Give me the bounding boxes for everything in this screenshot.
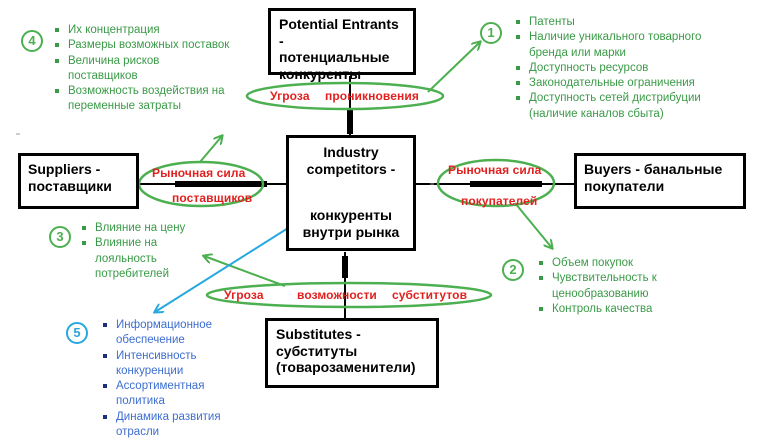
list-item: Доступность ресурсов xyxy=(516,61,731,76)
oval-substitution-label-a: Угроза xyxy=(224,288,264,302)
arrow-to-group-2 xyxy=(514,202,552,248)
arrow-to-group-3 xyxy=(204,256,286,287)
list-item: Их концентрация xyxy=(55,23,230,38)
list-item: Патенты xyxy=(516,15,731,30)
suppliers-title-ru: поставщики xyxy=(28,177,112,194)
oval-entry-label-b: проникновения xyxy=(325,89,419,103)
oval-substitution-threat xyxy=(205,281,493,309)
industry-title-en: Industry competitors - xyxy=(306,144,396,177)
list-item: Возможность воздействия на переменные за… xyxy=(55,84,230,115)
connector-suppliers-thick xyxy=(175,181,267,187)
connector-substitutes-thick xyxy=(342,256,348,278)
list-item: Размеры возможных поставок xyxy=(55,38,230,53)
list-supplier-factors-mid: Влияние на цену Влияние на лояльность по… xyxy=(82,221,200,282)
industry-title-ru: конкуренты внутри рынка xyxy=(302,207,400,240)
number-badge-4: 4 xyxy=(21,30,43,52)
list-item: Чувствительность к ценообразованию xyxy=(539,271,689,302)
list-item: Влияние на цену xyxy=(82,221,200,236)
box-substitutes: Substitutes - субституты (товарозамените… xyxy=(265,318,439,388)
buyers-title-en: Buyers - банальные xyxy=(584,161,723,177)
substitutes-title-en: Substitutes - xyxy=(276,326,361,342)
list-item: Доступность сетей дистрибуции (наличие к… xyxy=(516,91,731,122)
list-entry-barriers: Патенты Наличие уникального товарного бр… xyxy=(516,15,731,122)
buyers-title-ru: покупатели xyxy=(584,177,665,194)
number-badge-1: 1 xyxy=(480,22,502,44)
entrants-title-ru: потенциальные конкуренты xyxy=(279,49,390,82)
arrow-to-group-4 xyxy=(199,136,222,163)
substitutes-title-ru: субституты (товарозаменители) xyxy=(276,342,416,376)
list-buyer-factors: Объем покупок Чувствительность к ценообр… xyxy=(539,256,689,317)
list-item: Наличие уникального товарного бренда или… xyxy=(516,30,731,61)
list-item: Объем покупок xyxy=(539,256,689,271)
list-rivalry-factors: Информационное обеспечение Интенсивность… xyxy=(103,318,231,440)
list-item: Интенсивность конкуренции xyxy=(103,349,231,380)
box-industry-competitors: Industry competitors - конкуренты внутри… xyxy=(286,135,416,251)
oval-entry-label-a: Угроза xyxy=(270,89,310,103)
oval-buyer-power xyxy=(436,158,556,208)
arrow-to-group-1 xyxy=(427,42,480,93)
suppliers-title-en: Suppliers - xyxy=(28,161,101,177)
list-item: Контроль качества xyxy=(539,302,689,317)
oval-substitution-label-c: субститутов xyxy=(392,288,468,302)
box-suppliers: Suppliers - поставщики xyxy=(18,153,139,209)
oval-buyer-label-a: Рыночная сила xyxy=(448,163,542,177)
oval-entry-threat xyxy=(245,81,445,111)
box-potential-entrants: Potential Entrants - потенциальные конку… xyxy=(268,8,416,82)
box-buyers: Buyers - банальные покупатели xyxy=(574,153,746,209)
connector-buyers-thick xyxy=(470,181,542,187)
oval-supplier-label-b: поставщиков xyxy=(172,191,253,205)
list-item: Динамика развития отрасли xyxy=(103,410,231,441)
list-supplier-factors-top: Их концентрация Размеры возможных постав… xyxy=(55,23,230,115)
oval-supplier-label-a: Рыночная сила xyxy=(152,166,246,180)
number-badge-3: 3 xyxy=(49,226,71,248)
entrants-title-en: Potential Entrants - xyxy=(279,16,399,49)
list-item: Величина рисков поставщиков xyxy=(55,54,230,85)
list-item: Законодательные ограничения xyxy=(516,76,731,91)
number-badge-5: 5 xyxy=(66,322,88,344)
oval-substitution-label-b: возможности xyxy=(297,288,377,302)
list-item: Ассортиментная политика xyxy=(103,379,231,410)
connector-entrants-thick xyxy=(347,108,353,134)
list-item: Влияние на лояльность потребителей xyxy=(82,236,200,282)
oval-buyer-label-b: покупателей xyxy=(461,194,538,208)
list-item: Информационное обеспечение xyxy=(103,318,231,349)
number-badge-2: 2 xyxy=(502,259,524,281)
